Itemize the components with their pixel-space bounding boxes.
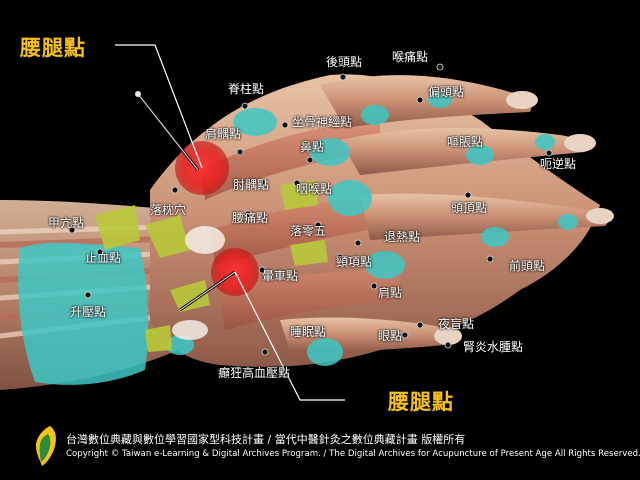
jizhu-label: 脊柱點 bbox=[228, 82, 265, 96]
yunche-label: 暈車點 bbox=[262, 269, 299, 283]
bi-label: 鼻點 bbox=[300, 140, 325, 154]
zhouyu-label: 肘髃點 bbox=[233, 178, 270, 192]
footer-chinese-copyright: 台灣數位典藏與數位學習國家型科技計畫 / 當代中醫針灸之數位典藏計畫 版權所有 bbox=[66, 433, 466, 446]
acupoint-markers bbox=[68, 63, 553, 374]
piantou-label: 偏頭點 bbox=[428, 85, 465, 99]
touding-label: 頭頂點 bbox=[451, 201, 488, 215]
shengya-label: 升壓點 bbox=[70, 305, 107, 319]
bone-white-areas bbox=[172, 226, 225, 340]
jianyu-label: 肩髃點 bbox=[205, 127, 242, 141]
yemang-label: 夜盲點 bbox=[438, 317, 475, 331]
jian-label: 肩點 bbox=[378, 286, 403, 300]
qiantou-label: 前頭點 bbox=[509, 259, 546, 273]
tuire-label: 退熱點 bbox=[384, 230, 421, 244]
luoling-label: 落零五 bbox=[290, 224, 327, 238]
jiayan-label: 甲亢點 bbox=[48, 216, 85, 230]
tendons bbox=[18, 92, 578, 385]
taiwan-logo-icon bbox=[36, 426, 56, 466]
needles bbox=[135, 91, 236, 312]
yan-label: 眼點 bbox=[378, 329, 403, 343]
leader-lines bbox=[115, 44, 345, 401]
yaotui-label-top: 腰腿點 bbox=[20, 36, 86, 60]
eni-label: 呃逆點 bbox=[540, 157, 577, 171]
ligaments bbox=[95, 180, 328, 352]
zuogu-label: 坐骨神經點 bbox=[292, 115, 353, 129]
shuimian-label: 睡眠點 bbox=[290, 325, 327, 339]
houtou-label: 後頭點 bbox=[326, 55, 363, 69]
jingxiang-label: 頸項點 bbox=[336, 255, 373, 269]
luozhen-label: 落枕穴 bbox=[150, 203, 187, 217]
shenyan-label: 腎炎水腫點 bbox=[463, 340, 524, 354]
footer-english-copyright: Copyright © Taiwan e-Learning & Digital … bbox=[66, 449, 640, 459]
houtong-label: 喉痛點 bbox=[392, 50, 429, 64]
yaotui-label-bottom: 腰腿點 bbox=[388, 390, 454, 414]
houlong-label: 咽喉點 bbox=[296, 182, 333, 196]
yaotong-label: 腰痛點 bbox=[232, 211, 269, 225]
zhixue-label: 止血點 bbox=[85, 251, 122, 265]
ouzhang-label: 嘔脹點 bbox=[447, 135, 484, 149]
dianzhuang-label: 癲狂高血壓點 bbox=[218, 366, 291, 380]
